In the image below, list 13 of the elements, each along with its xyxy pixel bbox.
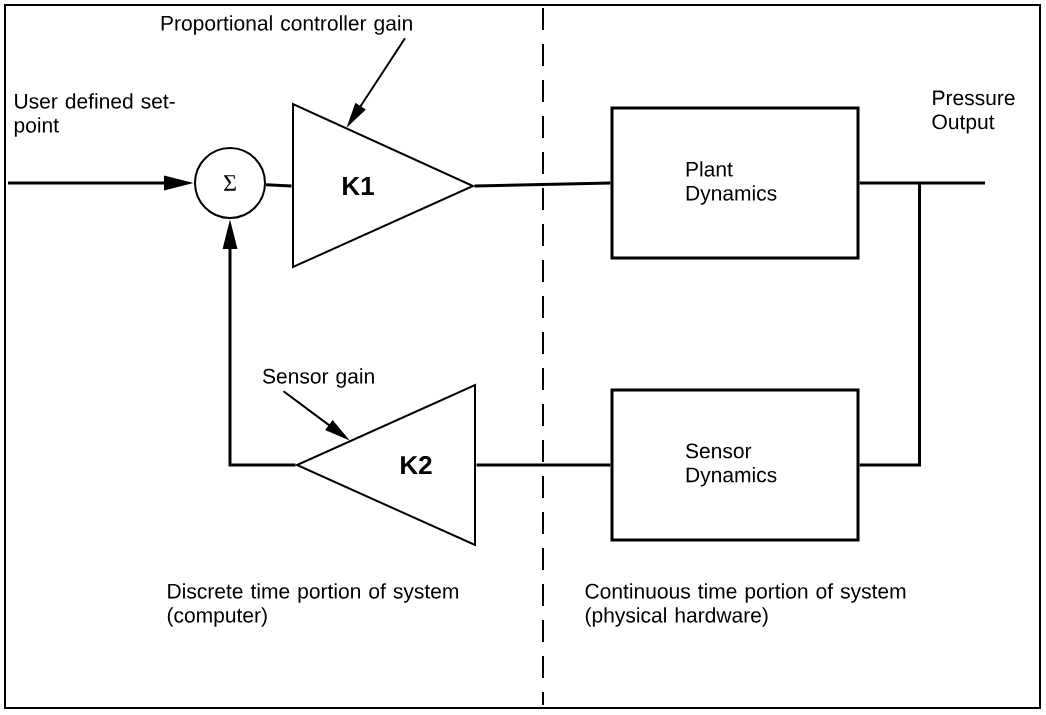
annotation-text: Proportional controller gain bbox=[161, 15, 412, 35]
label-text: Continuous time portion of system (physical hardware) bbox=[585, 583, 906, 627]
label-text: Pressure Output bbox=[932, 90, 1015, 134]
signal-line bbox=[476, 463, 611, 467]
signal-line bbox=[474, 181, 611, 188]
summing-junction: Σ bbox=[194, 147, 266, 219]
signal-line bbox=[265, 183, 292, 188]
output-line bbox=[859, 181, 985, 185]
label-text: Discrete time portion of system (computer) bbox=[167, 583, 458, 627]
label-text: User defined set-point bbox=[14, 93, 175, 137]
feedback-line bbox=[859, 183, 921, 467]
process-box: Plant Dynamics bbox=[610, 106, 860, 260]
process-box: Sensor Dynamics bbox=[610, 388, 860, 542]
